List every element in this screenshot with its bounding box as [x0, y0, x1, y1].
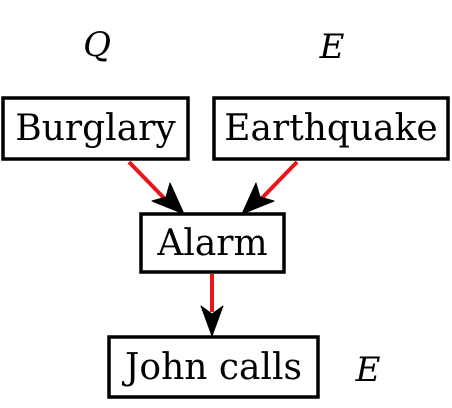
burglary-variable-label: Q [83, 25, 111, 65]
node-alarm-label: Alarm [156, 223, 267, 264]
node-earthquake-box [212, 96, 450, 161]
node-burglary-label: Burglary [15, 108, 176, 149]
edge-earthquake-to-alarm [241, 160, 299, 215]
edge-earthquake-to-alarm-arrowhead [241, 182, 275, 215]
node-burglary-box [1, 96, 190, 161]
edge-earthquake-to-alarm-line [260, 160, 299, 200]
node-john-calls-label: John calls [121, 347, 302, 388]
edge-burglary-to-alarm-line [127, 160, 166, 200]
node-alarm: Alarm [139, 212, 286, 274]
node-alarm-box [139, 212, 286, 274]
node-earthquake-label: Earthquake [224, 108, 437, 149]
edge-burglary-to-alarm-arrowhead [151, 182, 185, 215]
node-john-calls: John calls [107, 335, 320, 399]
john-calls-variable-label: E [355, 350, 381, 390]
node-john-calls-box [107, 335, 320, 399]
edge-burglary-to-alarm [127, 160, 185, 215]
node-earthquake: Earthquake [212, 96, 450, 161]
edge-alarm-to-john-calls-arrowhead [200, 305, 224, 337]
edge-alarm-to-john-calls [200, 274, 224, 337]
earthquake-variable-label: E [319, 27, 345, 67]
node-burglary: Burglary [1, 96, 190, 161]
